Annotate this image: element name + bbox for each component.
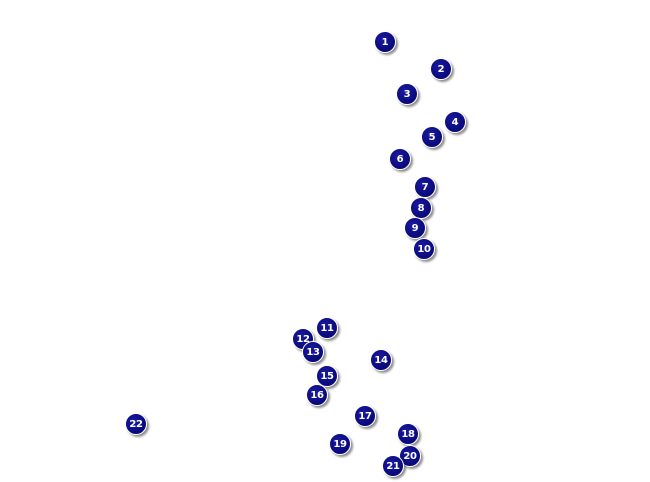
map-marker-5[interactable]: 5	[421, 126, 443, 148]
map-marker-13[interactable]: 13	[302, 341, 324, 363]
map-marker-7[interactable]: 7	[414, 176, 436, 198]
map-marker-21[interactable]: 21	[382, 455, 404, 477]
map-marker-4[interactable]: 4	[444, 111, 466, 133]
map-marker-14[interactable]: 14	[370, 349, 392, 371]
map-marker-2[interactable]: 2	[430, 58, 452, 80]
map-marker-15[interactable]: 15	[316, 365, 338, 387]
map-marker-16[interactable]: 16	[306, 384, 328, 406]
map-marker-10[interactable]: 10	[413, 238, 435, 260]
map-marker-18[interactable]: 18	[397, 423, 419, 445]
map-marker-8[interactable]: 8	[410, 197, 432, 219]
map-marker-22[interactable]: 22	[125, 413, 147, 435]
map-marker-11[interactable]: 11	[316, 317, 338, 339]
map-marker-1[interactable]: 1	[374, 31, 396, 53]
map-marker-19[interactable]: 19	[329, 433, 351, 455]
map-marker-3[interactable]: 3	[396, 83, 418, 105]
map-marker-6[interactable]: 6	[389, 148, 411, 170]
map-marker-9[interactable]: 9	[404, 217, 426, 239]
map-marker-20[interactable]: 20	[399, 445, 421, 467]
map-marker-17[interactable]: 17	[354, 405, 376, 427]
